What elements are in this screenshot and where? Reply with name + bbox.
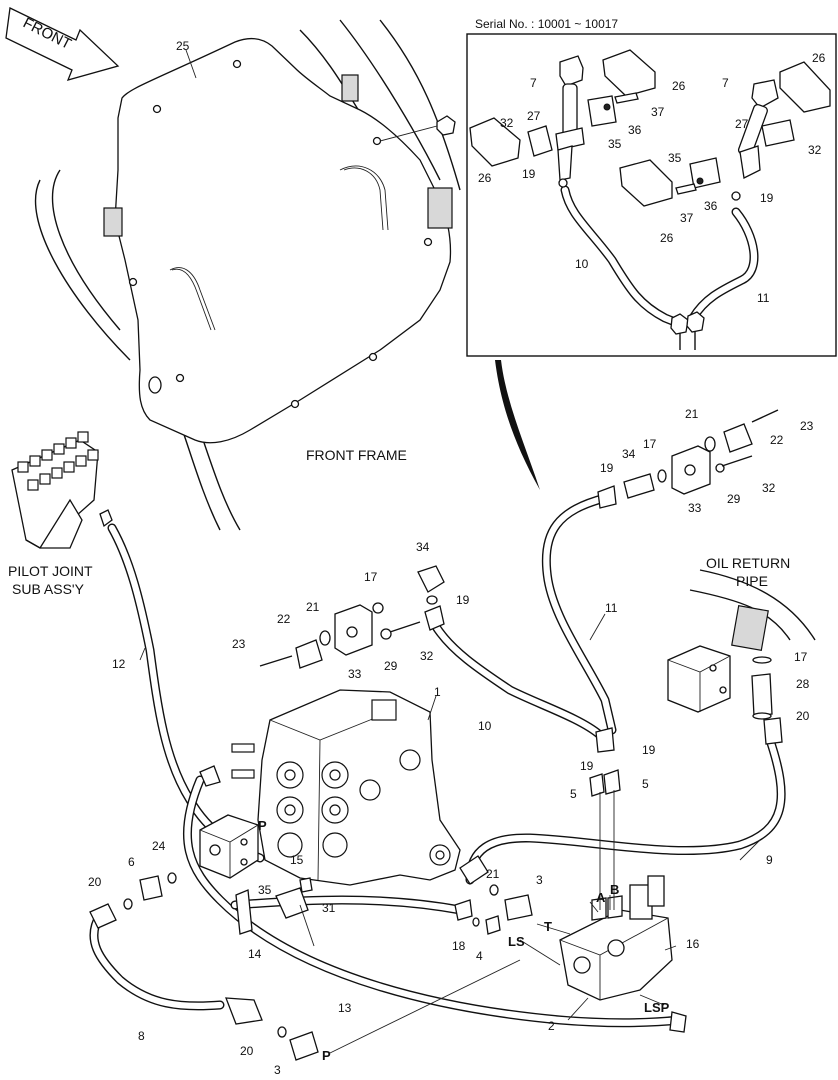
port-letter-p-lower: P <box>322 1048 331 1063</box>
callout: 26 <box>478 171 492 185</box>
callout: 10 <box>478 719 492 733</box>
callout: 26 <box>660 231 674 245</box>
callout: 8 <box>138 1029 145 1043</box>
fittings <box>89 717 783 1061</box>
callout: 19 <box>456 593 470 607</box>
callout: 31 <box>322 901 336 915</box>
oil-return-label-line1: OIL RETURN <box>706 555 790 571</box>
callout: 26 <box>812 51 826 65</box>
front-frame-label: FRONT FRAME <box>306 447 407 463</box>
oil-return-pipe-block <box>667 569 816 720</box>
callout: 22 <box>770 433 784 447</box>
callout: 12 <box>112 657 126 671</box>
callout: 19 <box>600 461 614 475</box>
callout: 28 <box>796 677 810 691</box>
callout: 20 <box>796 709 810 723</box>
callout: 15 <box>290 853 304 867</box>
callout: 34 <box>416 540 430 554</box>
callout: 17 <box>794 650 808 664</box>
callout: 32 <box>500 116 514 130</box>
serial-number-label: Serial No. : 10001 ~ 10017 <box>475 17 618 31</box>
serial-inset: Serial No. : 10001 ~ 10017 <box>466 17 837 357</box>
callout: 5 <box>570 787 577 801</box>
callout: 17 <box>643 437 657 451</box>
port-letter-ls: LS <box>508 934 525 949</box>
callout: 16 <box>686 937 700 951</box>
port-letter-p-upper: P <box>258 818 267 833</box>
callout: 19 <box>580 759 594 773</box>
callout: 17 <box>364 570 378 584</box>
callout: 37 <box>651 105 665 119</box>
callout: 19 <box>760 191 774 205</box>
callout: 20 <box>88 875 102 889</box>
callout: 14 <box>248 947 262 961</box>
callout: 37 <box>680 211 694 225</box>
callout: 29 <box>727 492 741 506</box>
callout: 11 <box>757 291 770 305</box>
callout: 11 <box>605 601 618 615</box>
callout: 32 <box>808 143 822 157</box>
callout: 5 <box>642 777 649 791</box>
callout: 4 <box>476 949 483 963</box>
callout: 32 <box>762 481 776 495</box>
callout: 21 <box>306 600 320 614</box>
port-letter-lsp: LSP <box>644 1000 670 1015</box>
callout: 25 <box>176 39 190 53</box>
callout: 7 <box>530 76 537 90</box>
callout: 21 <box>685 407 699 421</box>
callout: 3 <box>274 1063 281 1077</box>
valve-2 <box>559 875 673 1001</box>
callout: 32 <box>420 649 434 663</box>
callout: 34 <box>622 447 636 461</box>
callout: 20 <box>240 1044 254 1058</box>
callout-numbers: 25 7 26 37 27 32 36 35 26 19 10 7 26 27 … <box>88 39 826 1077</box>
callout: 36 <box>704 199 718 213</box>
callout: 1 <box>434 685 441 699</box>
callout: 9 <box>766 853 773 867</box>
callout: 29 <box>384 659 398 673</box>
callout: 27 <box>735 117 749 131</box>
callout: 35 <box>608 137 622 151</box>
front-direction-arrow: FRONT <box>5 7 120 81</box>
callout: 7 <box>722 76 729 90</box>
callout: 19 <box>642 743 656 757</box>
callout: 3 <box>536 873 543 887</box>
callout: 19 <box>522 167 536 181</box>
oil-return-label-line2: PIPE <box>736 573 768 589</box>
port-letter-b: B <box>610 882 619 897</box>
pilot-joint-label-line1: PILOT JOINT <box>8 563 93 579</box>
callout: 35 <box>258 883 272 897</box>
callout: 35 <box>668 151 682 165</box>
port-block-p <box>199 814 259 879</box>
main-control-valve <box>231 689 461 886</box>
callout: 13 <box>338 1001 352 1015</box>
callout: 10 <box>575 257 589 271</box>
callout: 22 <box>277 612 291 626</box>
flange-block-33-left <box>259 565 445 669</box>
callout: 24 <box>152 839 166 853</box>
cover-plate-25 <box>34 19 461 531</box>
leader-lines <box>139 49 761 1054</box>
callout: 23 <box>232 637 246 651</box>
callout: 2 <box>548 1019 555 1033</box>
callout: 26 <box>672 79 686 93</box>
callout: 18 <box>452 939 466 953</box>
flange-block-33-right <box>597 409 779 509</box>
callout: 23 <box>800 419 814 433</box>
callout: 36 <box>628 123 642 137</box>
pilot-joint-label-line2: SUB ASS'Y <box>12 581 85 597</box>
pilot-joint-assembly <box>11 431 113 549</box>
callout: 27 <box>527 109 541 123</box>
callout: 33 <box>688 501 702 515</box>
leader-swoosh <box>495 360 540 490</box>
callout: 6 <box>128 855 135 869</box>
port-letter-t: T <box>544 919 552 934</box>
callout: 21 <box>486 867 500 881</box>
callout: 33 <box>348 667 362 681</box>
port-letter-a: A <box>596 890 606 905</box>
